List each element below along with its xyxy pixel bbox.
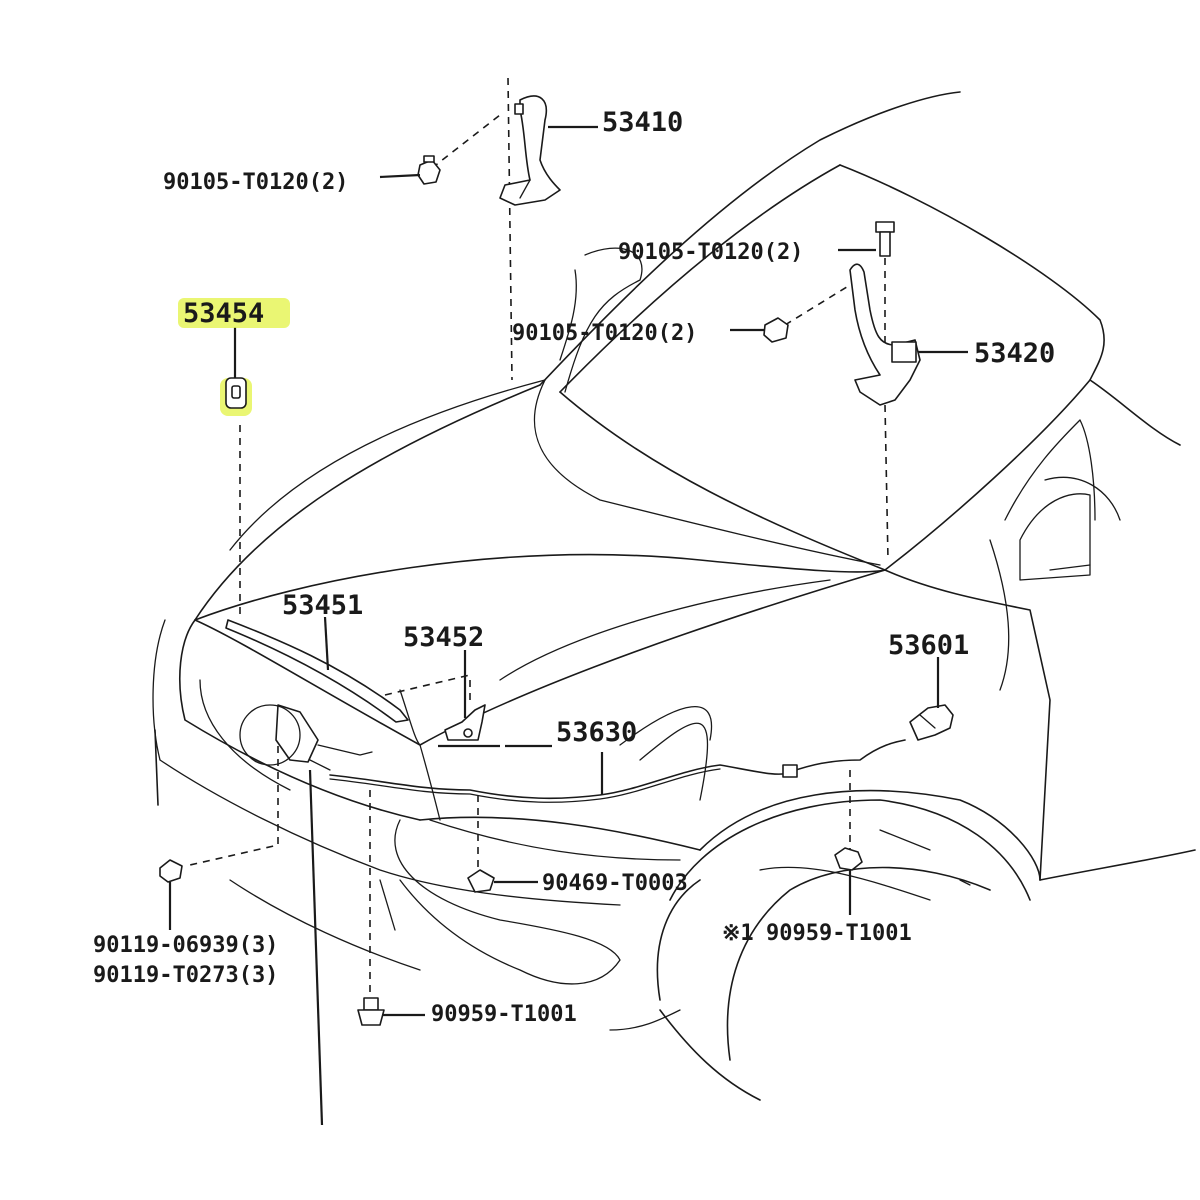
part-labels: 53410 90105-T0120(2) 90105-T0120(2) 9010… [93,107,1055,1027]
clip-90959-lower-icon[interactable] [357,997,385,1026]
hood-release-cable-53630[interactable] [329,739,906,803]
hood-cushion-53454[interactable] [220,377,252,416]
bolt-hinge-left-icon[interactable] [417,155,441,185]
hood-striker-53452[interactable] [444,704,486,741]
label-53420[interactable]: 53420 [974,338,1055,369]
hood-release-lever-53601[interactable] [909,704,954,741]
bolt-hinge-right-top-icon[interactable] [875,221,895,257]
label-53601[interactable]: 53601 [888,630,969,661]
label-53452[interactable]: 53452 [403,622,484,653]
hood-hinge-right[interactable] [849,263,921,406]
label-bolt-90119-a[interactable]: 90119-06939(3) [93,933,278,958]
label-highlight [178,298,290,328]
label-53410[interactable]: 53410 [602,107,683,138]
car-body-outline [152,91,1196,1101]
hood-hinge-left[interactable] [499,95,561,206]
leader-lines [168,125,968,1126]
hood-lock-assembly[interactable] [239,704,373,771]
bolt-90119-icon[interactable] [159,859,183,883]
hood-seal-53451[interactable] [225,619,409,723]
label-53630[interactable]: 53630 [556,717,637,748]
clip-90959-right-icon[interactable] [834,847,863,871]
label-53454[interactable]: 53454 [183,298,264,329]
label-clip-90959-lower[interactable]: 90959-T1001 [431,1002,577,1027]
label-53451[interactable]: 53451 [282,590,363,621]
label-bolt-hinge-right-mid[interactable]: 90105-T0120(2) [512,321,697,346]
label-clip-90959-right-mark: ※1 [722,921,754,946]
label-clip-90959-right[interactable]: 90959-T1001 [766,921,912,946]
clip-90469-icon[interactable] [467,869,495,893]
label-bolt-hinge-right-top[interactable]: 90105-T0120(2) [618,240,803,265]
label-bolt-90119-b[interactable]: 90119-T0273(3) [93,963,278,988]
label-clip-90469[interactable]: 90469-T0003 [542,871,688,896]
label-bolt-hinge-left[interactable]: 90105-T0120(2) [163,170,348,195]
assembly-dashed-lines [189,77,889,1000]
bolt-hinge-right-mid-icon[interactable] [763,317,789,343]
